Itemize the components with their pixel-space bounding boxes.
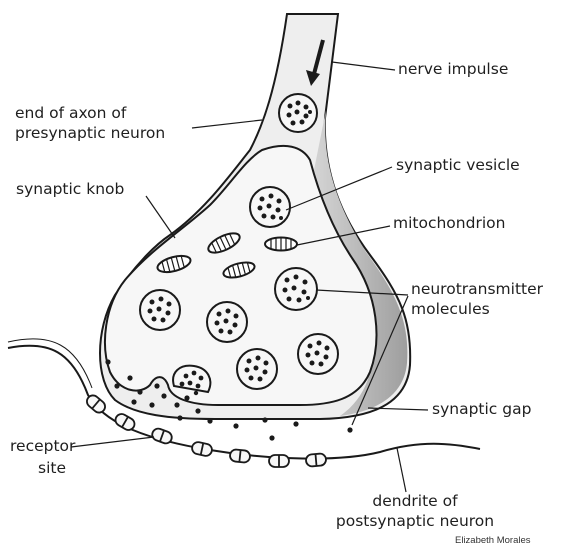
vesicle-4: [207, 302, 247, 342]
vesicle-2: [275, 268, 317, 310]
label-synaptic-vesicle: synaptic vesicle: [396, 156, 520, 175]
label-end-of-axon-line2: presynaptic neuron: [15, 124, 165, 143]
label-receptor-line1: receptor: [10, 437, 75, 456]
vesicle-6: [237, 349, 277, 389]
label-nerve-impulse: nerve impulse: [398, 60, 508, 79]
axon-vesicle: [279, 94, 317, 132]
label-synaptic-gap: synaptic gap: [432, 400, 531, 419]
label-dendrite-line2: postsynaptic neuron: [315, 512, 515, 531]
label-neurotransmitter-line2: molecules: [411, 300, 490, 319]
label-dendrite-line1: dendrite of: [340, 492, 490, 511]
vesicle-5: [298, 334, 338, 374]
label-synaptic-knob: synaptic knob: [16, 180, 124, 199]
label-end-of-axon-line1: end of axon of: [15, 104, 126, 123]
vesicle-3: [140, 290, 180, 330]
illustrator-credit: Elizabeth Morales: [455, 535, 531, 546]
label-neurotransmitter-line1: neurotransmitter: [411, 280, 543, 299]
mitochondrion-4: [265, 238, 297, 251]
label-mitochondrion: mitochondrion: [393, 214, 505, 233]
label-receptor-line2: site: [38, 459, 66, 478]
vesicle-1: [250, 187, 290, 227]
